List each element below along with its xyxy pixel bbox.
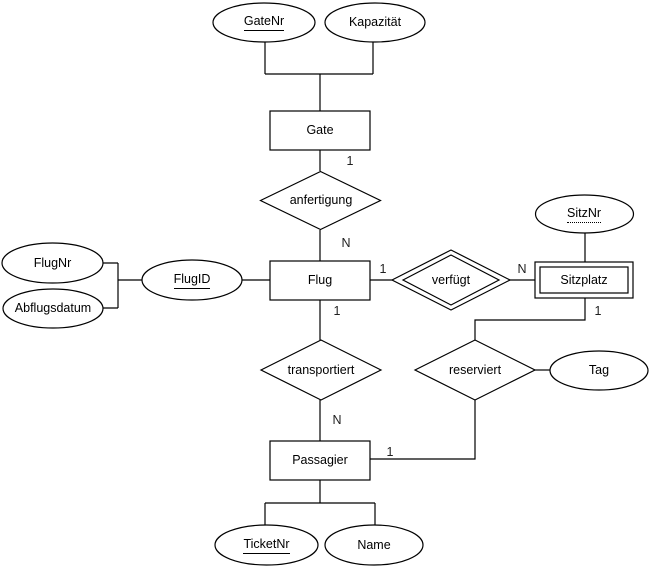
attribute-gatenr-label: GateNr	[243, 14, 285, 31]
entity-passagier-shape[interactable]	[269, 440, 371, 481]
relationship-reserviert-label: reserviert	[448, 362, 502, 377]
attribute-kapazitaet[interactable]: Kapazität	[325, 3, 425, 42]
relationship-transportiert-shape[interactable]	[259, 339, 383, 401]
attribute-abflugsdatum-shape[interactable]	[2, 288, 104, 329]
attribute-sitznr-shape[interactable]	[534, 194, 635, 234]
edge-flugid-components	[103, 262, 142, 309]
entity-sitzplatz-label: Sitzplatz	[560, 272, 608, 287]
attribute-flugnr-label: FlugNr	[33, 255, 72, 270]
entity-flug-label: Flug	[307, 273, 333, 287]
attribute-kapazitaet-label: Kapazität	[348, 15, 402, 29]
entity-gate-label: Gate	[306, 123, 334, 137]
relationship-anfertigung-label: anfertigung	[289, 193, 353, 207]
attribute-name[interactable]: Name	[325, 525, 423, 565]
entity-gate-shape[interactable]	[269, 110, 371, 151]
relationship-transportiert[interactable]: transportiert	[261, 340, 381, 400]
attribute-abflugsdatum-label: Abflugsdatum	[14, 301, 92, 315]
relationship-reserviert[interactable]: reserviert	[415, 340, 535, 400]
attribute-gatenr[interactable]: GateNr	[213, 3, 315, 42]
entity-flug[interactable]: Flug	[270, 261, 370, 300]
relationship-verfuegt-label: verfügt	[431, 272, 471, 287]
attribute-flugid[interactable]: FlugID	[142, 260, 242, 300]
cardinality-sitzplatz-reserviert: 1	[594, 304, 602, 318]
attribute-flugid-label: FlugID	[173, 272, 211, 289]
relationship-anfertigung-shape[interactable]	[259, 170, 382, 231]
relationship-anfertigung[interactable]: anfertigung	[261, 171, 381, 230]
attribute-sitznr-label: SitzNr	[566, 206, 602, 223]
cardinality-flug-verfuegt: 1	[379, 262, 387, 276]
edge-sitzplatz-reserviert	[474, 298, 586, 340]
attribute-tag-shape[interactable]	[549, 350, 649, 391]
attribute-tag[interactable]: Tag	[550, 351, 648, 390]
attribute-name-shape[interactable]	[324, 524, 424, 566]
cardinality-transportiert-passagier: N	[332, 413, 342, 427]
entity-sitzplatz[interactable]: Sitzplatz	[535, 262, 633, 298]
attribute-name-label: Name	[357, 537, 391, 552]
attribute-flugnr[interactable]: FlugNr	[2, 243, 103, 283]
entity-gate[interactable]: Gate	[270, 111, 370, 150]
cardinality-passagier-reserviert: 1	[386, 445, 394, 459]
cardinality-anfertigung-flug: N	[341, 236, 351, 250]
cardinality-flug-transportiert: 1	[333, 304, 341, 318]
relationship-verfuegt-shape-inner	[401, 254, 501, 306]
edge-gate-attributes	[264, 41, 374, 111]
relationship-reserviert-shape[interactable]	[413, 339, 537, 401]
attribute-kapazitaet-shape[interactable]	[324, 2, 426, 43]
attribute-ticketnr-shape[interactable]	[214, 524, 319, 566]
attribute-ticketnr-label: TicketNr	[243, 537, 290, 554]
edge-reserviert-passagier	[370, 400, 476, 460]
relationship-transportiert-label: transportiert	[287, 362, 355, 377]
edge-passagier-attributes	[264, 480, 376, 525]
attribute-sitznr[interactable]: SitzNr	[535, 195, 633, 233]
entity-passagier[interactable]: Passagier	[270, 441, 370, 480]
attribute-tag-label: Tag	[588, 363, 610, 377]
attribute-flugnr-shape[interactable]	[1, 242, 104, 284]
attribute-abflugsdatum[interactable]: Abflugsdatum	[3, 289, 103, 328]
relationship-verfuegt[interactable]: verfügt	[392, 250, 510, 310]
cardinality-gate-anfertigung: 1	[346, 154, 354, 168]
entity-flug-shape[interactable]	[269, 260, 371, 301]
attribute-ticketnr[interactable]: TicketNr	[215, 525, 318, 565]
entity-passagier-label: Passagier	[292, 453, 348, 467]
entity-sitzplatz-shape-inner	[539, 266, 629, 294]
attribute-flugid-shape[interactable]	[141, 259, 243, 301]
cardinality-verfuegt-sitzplatz: N	[517, 262, 527, 276]
attribute-gatenr-shape[interactable]	[212, 2, 316, 43]
